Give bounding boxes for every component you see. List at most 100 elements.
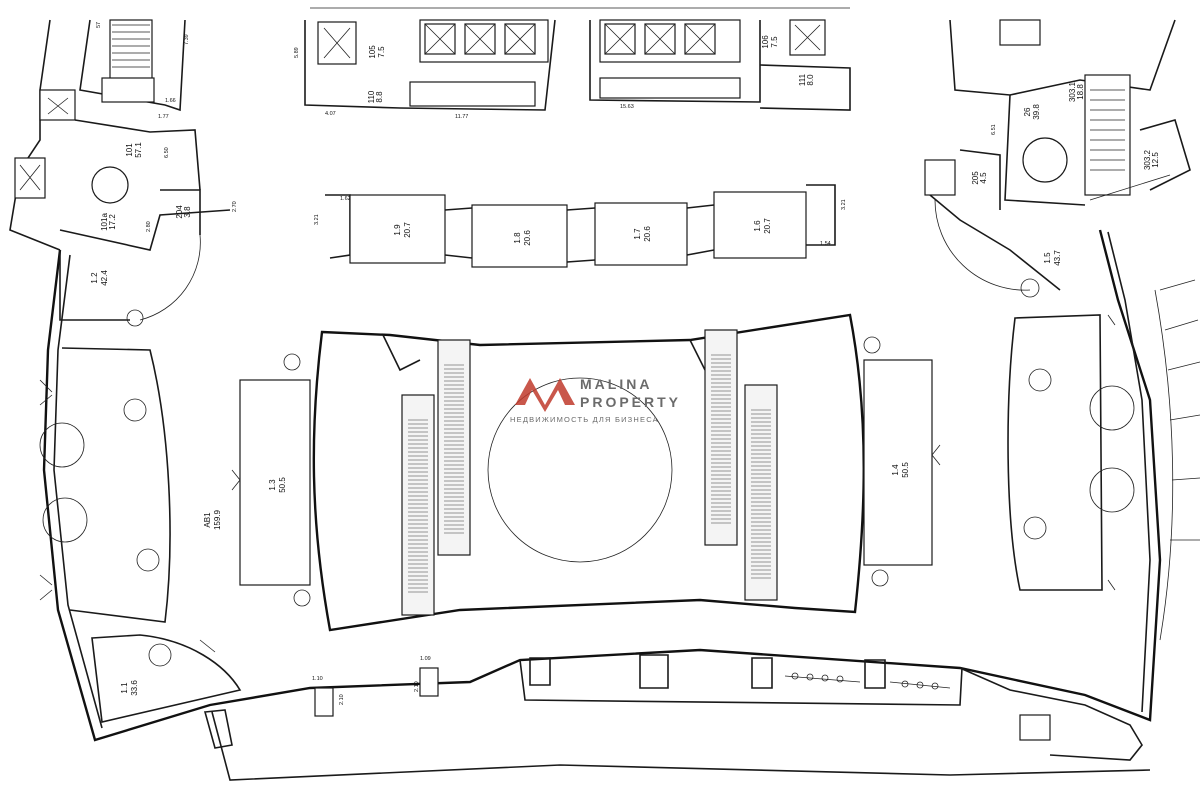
room-area: 43.7 <box>1053 250 1062 266</box>
room-area: 20.6 <box>523 230 532 246</box>
room-id: 106 <box>761 35 770 49</box>
escalator-4 <box>744 384 778 601</box>
room-area: 18.8 <box>1076 84 1085 100</box>
room-label-106: 1067.5 <box>761 35 779 49</box>
partial-label-top-left: 57 <box>96 22 102 28</box>
room-id: 111 <box>798 73 807 86</box>
room-id: 1.3 <box>268 479 277 491</box>
room-id: 110 <box>367 90 376 103</box>
room-label-303-2: 303.212.5 <box>1143 149 1160 170</box>
unit-1-1 <box>91 634 242 749</box>
bottom-booths <box>314 654 1143 761</box>
dimension-label: 11.77 <box>455 114 468 120</box>
room-area: 3.8 <box>183 206 192 218</box>
room-label-1-1: 1.133.6 <box>120 680 139 696</box>
unit-right-big <box>1007 314 1135 591</box>
room-area: 39.8 <box>1032 104 1041 120</box>
room-area: 17.2 <box>108 214 117 230</box>
room-label-1-2: 1.242.4 <box>90 270 109 286</box>
top-left-block <box>9 19 231 327</box>
dimension-label: 4.07 <box>325 111 336 117</box>
room-area: 7.5 <box>770 36 779 48</box>
dimension-label: 1.62 <box>340 196 351 202</box>
room-id: 303.1 <box>1068 81 1077 102</box>
room-label-105: 1057.5 <box>368 45 386 59</box>
room-id: 105 <box>368 45 377 59</box>
room-id: AB1 <box>203 512 212 528</box>
room-area: 20.6 <box>643 226 652 242</box>
dimension-label: 3.21 <box>314 214 320 225</box>
room-id: 1.4 <box>891 464 900 476</box>
room-label-1-8: 1.820.6 <box>513 230 532 246</box>
room-id: 1.8 <box>513 232 522 244</box>
room-id: 101a <box>100 213 109 231</box>
dimension-label: 2.10 <box>414 681 420 692</box>
brand-name-line1: MALINA <box>580 376 652 392</box>
room-label-26: 2639.8 <box>1023 104 1041 120</box>
room-area: 12.5 <box>1151 152 1160 168</box>
dimension-label: 2.80 <box>146 221 152 232</box>
room-area: 50.5 <box>278 477 287 493</box>
room-id: 1.5 <box>1043 252 1052 264</box>
dimension-label: 1.10 <box>312 676 323 682</box>
room-label-101: 10157.1 <box>125 142 143 158</box>
room-area: 20.7 <box>403 222 412 238</box>
room-id: 303.2 <box>1143 149 1152 170</box>
brand-name-line2: PROPERTY <box>580 394 681 410</box>
room-label-1-9: 1.920.7 <box>393 222 412 238</box>
room-label-111: 1118.0 <box>798 73 815 86</box>
room-label-1-4: 1.450.5 <box>891 462 910 478</box>
room-area: 159.9 <box>213 509 222 530</box>
room-area: 20.7 <box>763 218 772 234</box>
escalators <box>401 329 778 616</box>
room-area: 50.5 <box>901 462 910 478</box>
brand-watermark: MALINA PROPERTY НЕДВИЖИМОСТЬ ДЛЯ БИЗНЕСА <box>510 376 681 424</box>
room-area: 57.1 <box>134 142 143 158</box>
room-label-303-1: 303.118.8 <box>1068 81 1085 102</box>
room-id: 1.7 <box>633 228 642 240</box>
room-label-110: 1108.8 <box>367 90 384 103</box>
dimension-label: 1.54 <box>820 241 831 247</box>
room-label-204: 2043.8 <box>175 205 192 219</box>
room-id: 1.6 <box>753 220 762 232</box>
escalator-2 <box>401 394 435 616</box>
room-area: 7.5 <box>377 46 386 58</box>
dimension-label: 1.09 <box>420 656 431 662</box>
top-right-block <box>924 19 1191 298</box>
room-label-1-6: 1.620.7 <box>753 218 772 234</box>
escalator-1 <box>437 339 471 556</box>
dimension-label: 15.63 <box>620 104 634 110</box>
unit-ab1 <box>39 347 171 623</box>
dimension-label: 2.70 <box>232 201 238 212</box>
top-center-block <box>304 7 851 111</box>
room-label-1-5: 1.543.7 <box>1043 250 1062 266</box>
room-label-101a: 101a17.2 <box>100 213 117 231</box>
dimension-label: 6.51 <box>991 124 997 135</box>
central-atrium <box>312 313 865 632</box>
retail-units-row <box>325 184 836 268</box>
building-outline <box>42 229 1200 781</box>
room-id: 1.1 <box>120 682 129 694</box>
room-area: 4.5 <box>979 172 988 184</box>
brand-tagline: НЕДВИЖИМОСТЬ ДЛЯ БИЗНЕСА <box>510 415 659 424</box>
dimension-label: 3.21 <box>841 199 847 210</box>
dimension-label: 1.66 <box>165 98 176 104</box>
escalator-3 <box>704 329 738 546</box>
brand-logo-mark <box>515 378 575 412</box>
dimension-label: 1.77 <box>158 114 169 120</box>
room-label-1-7: 1.720.6 <box>633 226 652 242</box>
dimension-label: 6.50 <box>164 147 170 158</box>
room-label-205: 2054.5 <box>971 171 988 185</box>
side-units <box>231 336 941 607</box>
room-area: 8.8 <box>375 91 384 103</box>
room-id: 101 <box>125 143 134 157</box>
room-label-AB1: AB1159.9 <box>203 509 222 530</box>
dimension-label: 5.89 <box>294 47 300 58</box>
room-id: 205 <box>971 171 980 185</box>
room-area: 42.4 <box>100 270 109 286</box>
room-id: 204 <box>175 205 184 219</box>
